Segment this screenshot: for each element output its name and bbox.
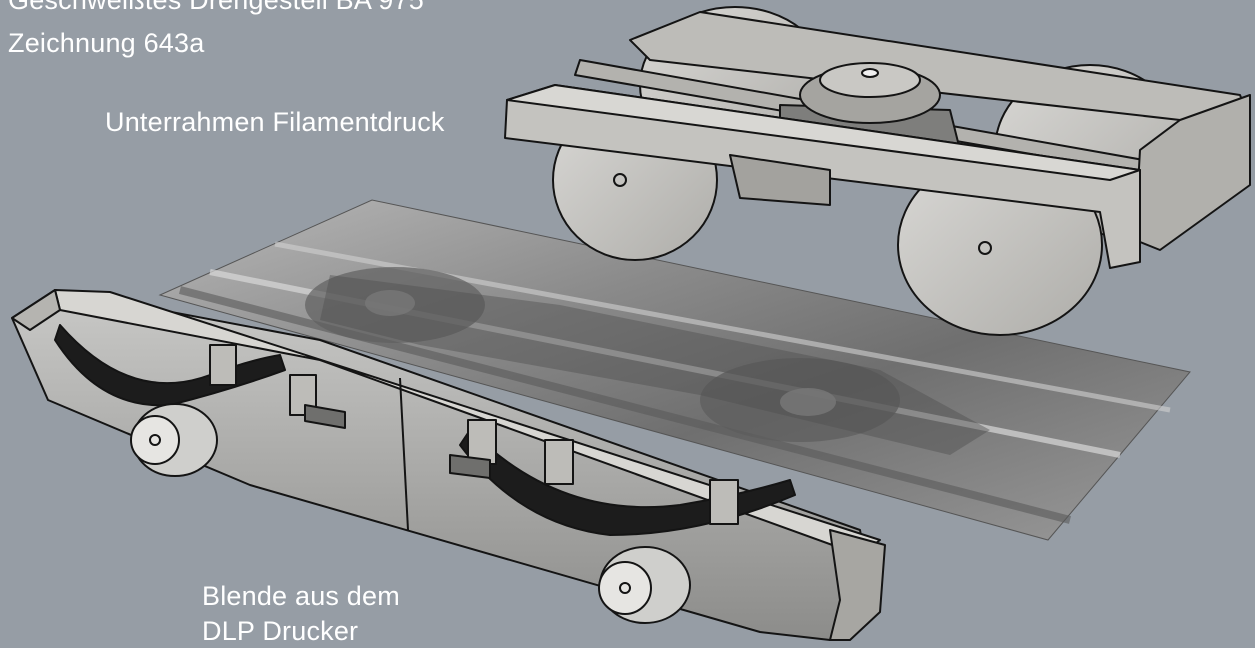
blende-model bbox=[11, 289, 886, 641]
blende-annotation-line2: DLP Drucker bbox=[202, 616, 359, 646]
reference-photo-plane bbox=[158, 199, 1191, 541]
drawing-number: Zeichnung 643a bbox=[8, 28, 205, 58]
drawing-title: Geschweißtes Drehgestell BA 975 bbox=[8, 0, 424, 15]
blende-annotation-line1: Blende aus dem bbox=[202, 581, 400, 611]
frame-annotation: Unterrahmen Filamentdruck bbox=[105, 107, 445, 137]
bogie-frame-model bbox=[504, 6, 1251, 336]
